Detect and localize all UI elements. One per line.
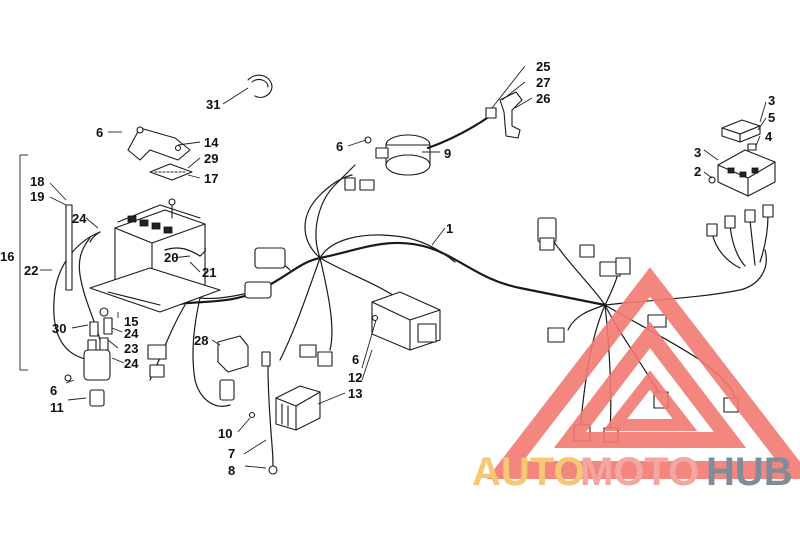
callout-24-upper: 24 [72, 211, 87, 226]
callout-7: 7 [228, 446, 235, 461]
fuse-block [708, 119, 776, 197]
callout-23: 23 [124, 341, 138, 356]
callout-20: 20 [164, 250, 178, 265]
battery-tray [89, 267, 221, 313]
callout-labels: 1 2 3 3 4 5 6 6 6 6 7 8 9 10 11 12 13 14… [0, 59, 775, 478]
callout-2: 2 [694, 164, 701, 179]
callout-12: 12 [348, 370, 362, 385]
callout-29: 29 [204, 151, 218, 166]
callout-27: 27 [536, 75, 550, 90]
cdi-module [371, 291, 441, 351]
starter-solenoid [64, 337, 111, 407]
callout-3-left: 3 [694, 145, 701, 160]
callout-24-lower: 24 [124, 356, 139, 371]
main-wiring-harness [149, 164, 767, 431]
callout-25: 25 [536, 59, 550, 74]
callout-11: 11 [50, 400, 64, 415]
callout-4: 4 [765, 129, 773, 144]
voltage-regulator [147, 335, 249, 401]
callout-31: 31 [206, 97, 220, 112]
callout-16: 16 [0, 249, 14, 264]
solenoid-terminals [89, 307, 113, 337]
callout-14: 14 [204, 135, 219, 150]
callout-9: 9 [444, 146, 451, 161]
callout-6-bracket: 6 [96, 125, 103, 140]
callout-leaders [19, 65, 767, 469]
callout-15: 15 [124, 314, 138, 329]
rubber-pad [149, 163, 193, 181]
callout-17: 17 [204, 171, 218, 186]
callout-6-solenoid: 6 [50, 383, 57, 398]
callout-10: 10 [218, 426, 232, 441]
callout-3-top: 3 [768, 93, 775, 108]
callout-30: 30 [52, 321, 66, 336]
callout-21: 21 [202, 265, 216, 280]
callout-19: 19 [30, 189, 44, 204]
fuse-wire-terminals [706, 204, 774, 269]
callout-5: 5 [768, 110, 775, 125]
spring-clip [247, 74, 273, 98]
callout-26: 26 [536, 91, 550, 106]
callout-22: 22 [24, 263, 38, 278]
callout-6-coil: 6 [336, 139, 343, 154]
callout-6-cdi: 6 [352, 352, 359, 367]
callout-28: 28 [194, 333, 208, 348]
battery-bracket [127, 126, 191, 161]
ground-wire [267, 365, 278, 475]
ignition-coil [364, 91, 523, 176]
callout-18: 18 [30, 174, 44, 189]
callout-13: 13 [348, 386, 362, 401]
electrical-module [248, 385, 321, 431]
callout-24-mid: 24 [124, 326, 139, 341]
callout-1: 1 [446, 221, 453, 236]
callout-8: 8 [228, 463, 235, 478]
